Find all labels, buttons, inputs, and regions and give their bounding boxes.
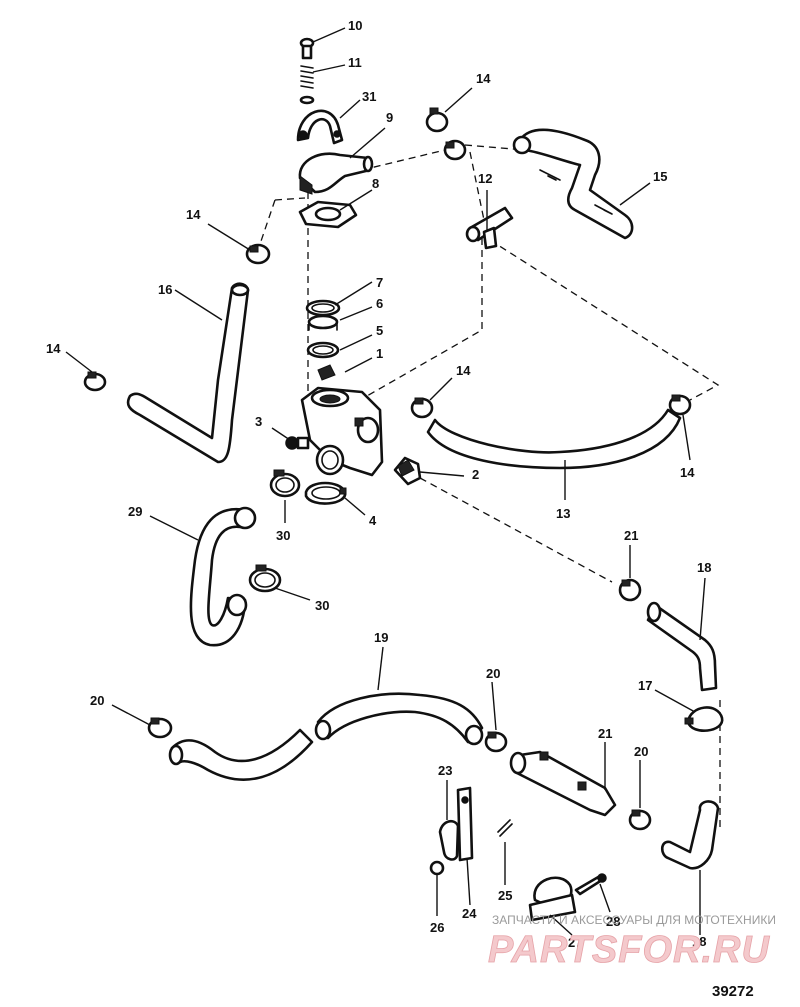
part-14-clamp-b <box>443 139 467 161</box>
part-21-clamp-upper <box>618 578 642 602</box>
callout-13: 13 <box>556 506 570 521</box>
callout-20-c: 20 <box>634 744 648 759</box>
callout-16: 16 <box>158 282 172 297</box>
callout-25: 25 <box>498 888 512 903</box>
part-24-bracket <box>456 786 474 862</box>
callout-1: 1 <box>376 346 383 361</box>
callout-2: 2 <box>472 467 479 482</box>
callout-3: 3 <box>255 414 262 429</box>
part-18-pipe-upper <box>646 601 718 692</box>
part-11-spring <box>299 65 315 105</box>
assembly-lines <box>257 144 721 830</box>
part-14-clamp-c <box>245 243 271 265</box>
part-20-clamp-c <box>628 809 652 831</box>
callout-14-c: 14 <box>46 341 61 356</box>
part-10-screw <box>299 37 315 60</box>
callout-26: 26 <box>430 920 444 935</box>
part-27-clamp-bracket <box>528 876 577 922</box>
part-29-hose <box>189 506 257 647</box>
part-26-nut <box>429 860 445 876</box>
part-20-clamp-a <box>147 717 173 739</box>
callout-20-a: 20 <box>90 693 104 708</box>
part-30-clamp-upper <box>269 469 301 498</box>
part-7-seal <box>305 299 341 317</box>
part-13-hose <box>426 408 682 470</box>
callout-17: 17 <box>638 678 652 693</box>
part-14-clamp-a <box>425 107 449 133</box>
callout-19: 19 <box>374 630 388 645</box>
part-23-bracket <box>438 819 460 861</box>
callout-12: 12 <box>478 171 492 186</box>
callout-15: 15 <box>653 169 667 184</box>
part-19-hose <box>314 692 484 746</box>
part-5-ring <box>306 341 340 359</box>
part-25-pin <box>497 819 513 837</box>
callout-11: 11 <box>348 55 362 70</box>
watermark-brand: PARTSFOR.RU <box>488 929 770 971</box>
part-18-pipe-lower <box>660 800 720 870</box>
callout-23: 23 <box>438 763 452 778</box>
leader-lines <box>65 27 706 936</box>
callout-31: 31 <box>362 89 376 104</box>
callout-5: 5 <box>376 323 383 338</box>
callout-14-d: 14 <box>456 363 471 378</box>
callout-14-a: 14 <box>476 71 491 86</box>
part-14-clamp-d <box>83 371 107 392</box>
callout-28: 28 <box>606 914 620 929</box>
drawing-number: 39272 <box>712 983 754 1000</box>
callout-30-b: 30 <box>315 598 329 613</box>
part-17-clamp <box>684 706 724 732</box>
callout-18-b: 18 <box>692 934 706 949</box>
part-3-plug <box>285 436 310 450</box>
part-12-tee <box>465 206 514 250</box>
part-4-clamp <box>304 481 347 505</box>
callout-6: 6 <box>376 296 383 311</box>
part-21-pipe-lower <box>509 750 617 817</box>
part-31-bracket <box>296 109 344 145</box>
part-14-clamp-e <box>410 397 434 419</box>
part-2-cap <box>393 456 422 486</box>
callout-18-a: 18 <box>697 560 711 575</box>
callout-8: 8 <box>372 176 379 191</box>
callout-24: 24 <box>462 906 477 921</box>
part-hose-lower-left <box>168 728 314 781</box>
callout-14-e: 14 <box>680 465 695 480</box>
part-28-bolt <box>574 873 607 896</box>
part-30-clamp-lower <box>248 564 282 593</box>
callout-4: 4 <box>369 513 377 528</box>
callout-27: 27 <box>568 935 582 950</box>
part-6-thermostat <box>307 314 339 331</box>
watermark: ЗАПЧАСТИ И АКСЕССУАРЫ ДЛЯ МОТОТЕХНИКИ PA… <box>488 913 776 971</box>
part-14-clamp-f <box>668 394 692 416</box>
part-20-clamp-b <box>484 731 508 753</box>
callout-10: 10 <box>348 18 362 33</box>
part-15-pipe <box>512 128 634 240</box>
watermark-caption: ЗАПЧАСТИ И АКСЕССУАРЫ ДЛЯ МОТОТЕХНИКИ <box>492 913 776 927</box>
part-1-thermostat-housing <box>300 364 384 477</box>
callout-7: 7 <box>376 275 383 290</box>
part-9-housing <box>298 152 374 195</box>
callout-29: 29 <box>128 504 142 519</box>
part-16-hose <box>126 282 250 464</box>
callout-30-a: 30 <box>276 528 290 543</box>
callout-20-b: 20 <box>486 666 500 681</box>
callout-numbers: 10 11 31 9 14 12 15 8 14 16 7 6 5 1 14 1… <box>46 18 711 950</box>
callout-21-a: 21 <box>624 528 638 543</box>
callout-9: 9 <box>386 110 393 125</box>
callout-21-b: 21 <box>598 726 612 741</box>
callout-14-b: 14 <box>186 207 201 222</box>
